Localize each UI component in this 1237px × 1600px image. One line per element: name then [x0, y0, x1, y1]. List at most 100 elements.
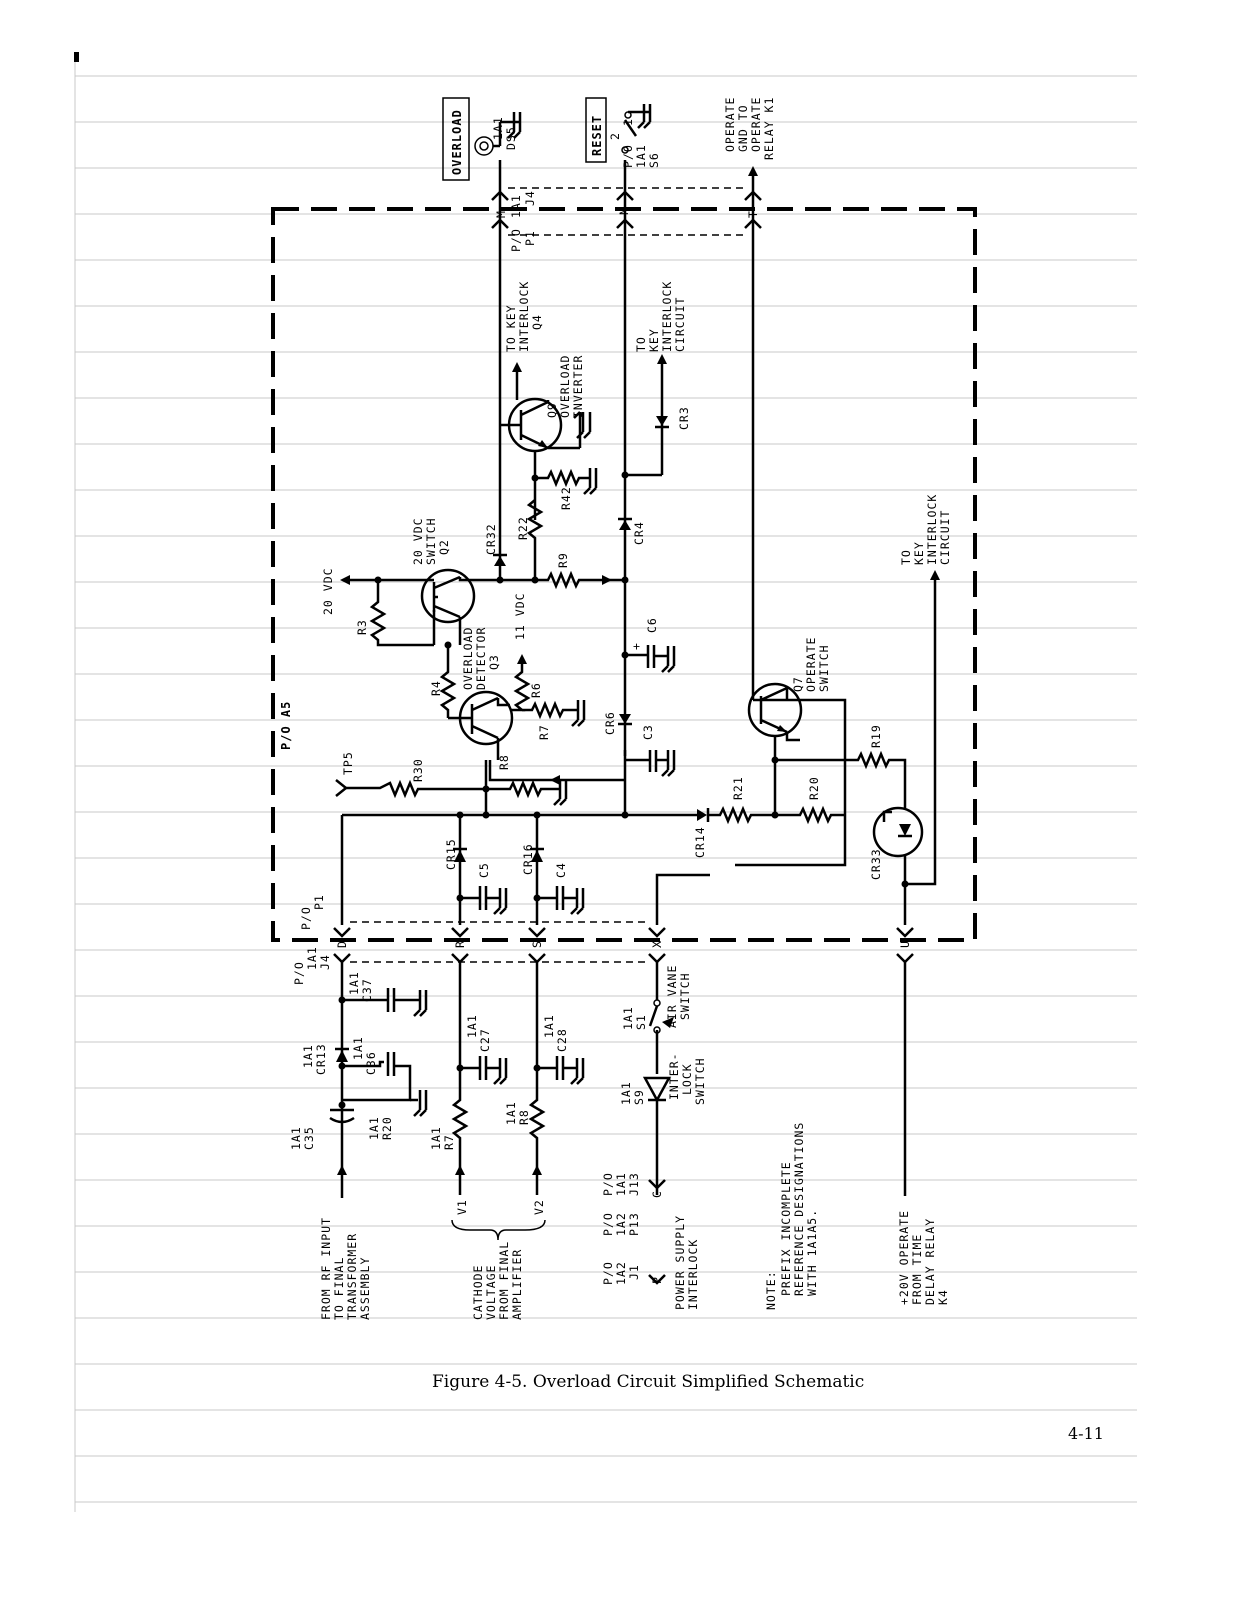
svg-text:C35: C35 — [302, 1126, 316, 1150]
r7-lower-resistor — [451, 962, 469, 1195]
svg-text:TO: TO — [899, 549, 913, 565]
figure-caption: Figure 4-5. Overload Circuit Simplified … — [432, 1372, 865, 1392]
cr33-device — [872, 806, 924, 858]
relay-note: OPERATE GND TO OPERATE RELAY K1 — [723, 97, 776, 160]
svg-text:R7: R7 — [442, 1134, 456, 1150]
r6-resistor — [510, 660, 531, 712]
overload-label-box — [442, 97, 470, 181]
cathode-note: CATHODE VOLTAGE FROM FINAL AMPLIFIER — [471, 1241, 524, 1320]
svg-text:1A1: 1A1 — [305, 946, 319, 970]
svg-text:TO: TO — [634, 336, 648, 352]
c37-capacitor — [342, 988, 420, 1012]
brace — [451, 1219, 546, 1241]
svg-text:R42: R42 — [559, 486, 573, 510]
svg-text:P/O A5: P/O A5 — [279, 701, 293, 750]
svg-text:P/O: P/O — [509, 228, 523, 252]
c5-capacitor — [460, 886, 500, 910]
svg-text:TO KEY: TO KEY — [504, 304, 518, 352]
svg-text:J1: J1 — [627, 1264, 641, 1280]
svg-text:J4: J4 — [523, 190, 537, 206]
c36-capacitor — [342, 1052, 412, 1102]
svg-text:CR4: CR4 — [632, 521, 646, 545]
rf-input-note: FROM RF INPUT TO FINAL TRANSFORMER ASSEM… — [319, 1217, 372, 1320]
svg-text:P/O: P/O — [621, 144, 635, 168]
svg-text:FROM TIME: FROM TIME — [910, 1234, 924, 1305]
svg-text:AIR VANE: AIR VANE — [665, 965, 679, 1028]
reset-label: RESET — [590, 115, 604, 156]
svg-text:R30: R30 — [411, 758, 425, 782]
svg-text:1A1: 1A1 — [367, 1116, 381, 1140]
prefix-note: NOTE: PREFIX INCOMPLETE REFERENCE DESIGN… — [764, 1122, 819, 1310]
svg-text:CIRCUIT: CIRCUIT — [938, 510, 952, 565]
svg-text:1A2: 1A2 — [614, 1212, 628, 1236]
svg-text:1A1: 1A1 — [491, 116, 505, 140]
svg-text:FROM FINAL: FROM FINAL — [497, 1241, 511, 1320]
svg-text:K4: K4 — [936, 1289, 950, 1305]
svg-text:1A1: 1A1 — [301, 1044, 315, 1068]
svg-text:P1: P1 — [523, 230, 537, 246]
svg-text:VOLTAGE: VOLTAGE — [484, 1265, 498, 1320]
svg-text:R4: R4 — [429, 680, 443, 696]
svg-text:S1: S1 — [634, 1014, 648, 1030]
svg-text:20 VDC: 20 VDC — [411, 517, 425, 565]
svg-text:CR32: CR32 — [484, 523, 498, 555]
svg-text:1A2: 1A2 — [614, 1261, 628, 1285]
svg-text:TO FINAL: TO FINAL — [332, 1257, 346, 1320]
svg-text:CR14: CR14 — [693, 826, 707, 858]
svg-text:INTERLOCK: INTERLOCK — [517, 281, 531, 352]
svg-text:WITH 1A1A5.: WITH 1A1A5. — [805, 1209, 819, 1296]
reset-switch-group: RESET 1 2 P/O 1A1 S6 — [585, 97, 661, 168]
r30-resistor — [346, 779, 486, 799]
c28-capacitor — [537, 1056, 577, 1080]
svg-text:V1: V1 — [455, 1199, 469, 1215]
svg-text:SWITCH: SWITCH — [817, 644, 831, 692]
svg-text:S6: S6 — [647, 152, 661, 168]
svg-text:R8: R8 — [497, 754, 511, 770]
svg-text:1A1: 1A1 — [634, 144, 648, 168]
svg-text:SWITCH: SWITCH — [678, 972, 692, 1020]
svg-text:C6: C6 — [645, 617, 659, 633]
power-supply-note: POWER SUPPLY INTERLOCK — [673, 1215, 700, 1310]
page-number: 4-11 — [1068, 1424, 1104, 1443]
svg-text:S: S — [530, 940, 544, 948]
svg-text:CR15: CR15 — [444, 838, 458, 870]
svg-text:1A1: 1A1 — [347, 971, 361, 995]
r4-resistor — [439, 645, 457, 718]
cr15-diode — [454, 850, 466, 862]
svg-text:R19: R19 — [869, 724, 883, 748]
svg-text:CIRCUIT: CIRCUIT — [673, 297, 687, 352]
svg-text:DS5: DS5 — [504, 126, 518, 150]
svg-text:POWER SUPPLY: POWER SUPPLY — [673, 1215, 687, 1310]
c4-capacitor — [537, 886, 577, 910]
svg-text:DETECTOR: DETECTOR — [474, 627, 488, 690]
svg-text:P1: P1 — [312, 894, 326, 910]
svg-text:OPERATE: OPERATE — [749, 97, 763, 152]
r3-resistor — [369, 580, 436, 647]
board-label: P/O A5 — [279, 701, 293, 750]
r19-resistor — [775, 750, 907, 795]
svg-text:RELAY K1: RELAY K1 — [762, 97, 776, 160]
cr14-diode — [697, 809, 707, 821]
svg-text:P/O: P/O — [601, 1261, 615, 1285]
svg-text:CR13: CR13 — [314, 1043, 328, 1075]
svg-text:C5: C5 — [477, 862, 491, 878]
svg-text:Q3: Q3 — [487, 654, 501, 670]
svg-text:1A1: 1A1 — [429, 1126, 443, 1150]
cr6-diode — [619, 714, 631, 724]
svg-text:C28: C28 — [555, 1028, 569, 1052]
svg-text:TRANSFORMER: TRANSFORMER — [345, 1233, 359, 1320]
corner-mark — [74, 52, 79, 62]
air-vane-arrow — [662, 1017, 674, 1028]
svg-text:1A1: 1A1 — [542, 1014, 556, 1038]
overload-label: OVERLOAD — [450, 109, 464, 175]
svg-text:J4: J4 — [318, 954, 332, 970]
svg-text:1A1: 1A1 — [619, 1081, 633, 1105]
r7-resistor — [522, 700, 578, 720]
svg-text:C37: C37 — [360, 978, 374, 1002]
svg-text:S9: S9 — [632, 1089, 646, 1105]
svg-text:U: U — [898, 940, 912, 948]
cr16-diode — [531, 850, 543, 862]
svg-text:INTER-: INTER- — [667, 1052, 681, 1100]
svg-text:R22: R22 — [516, 516, 530, 540]
